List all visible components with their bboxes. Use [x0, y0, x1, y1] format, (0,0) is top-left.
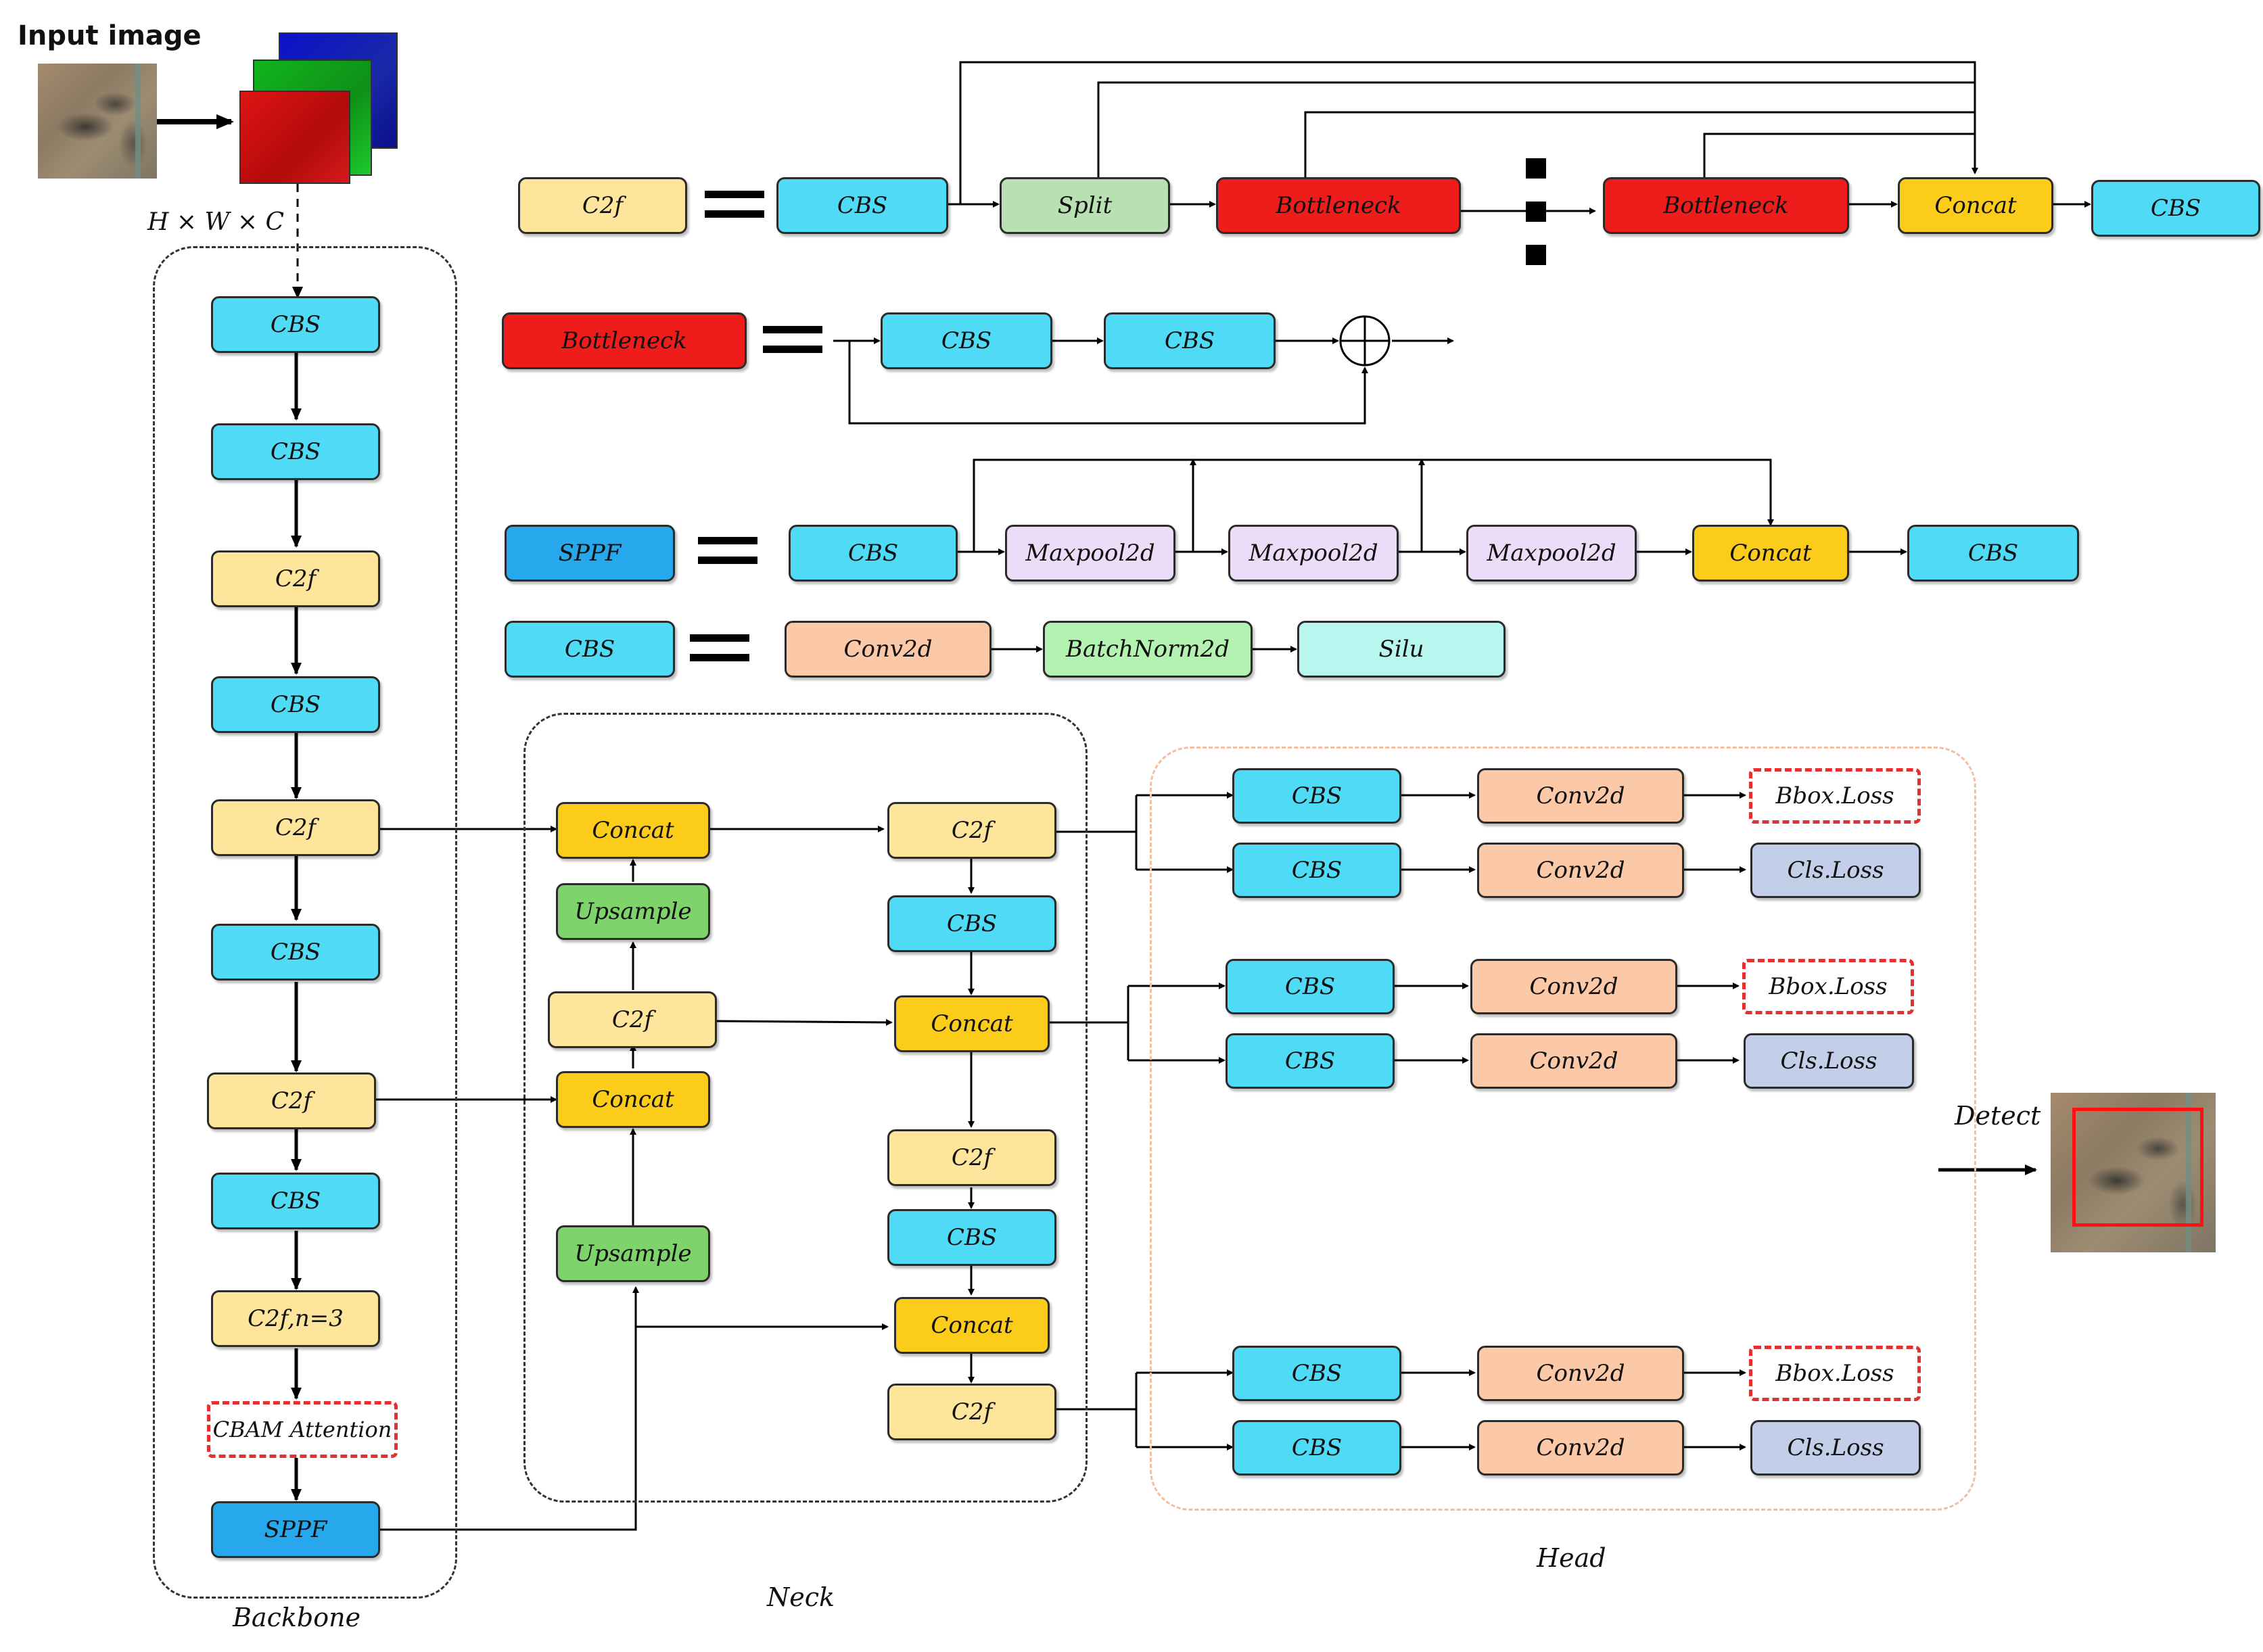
head-g1-bbox-loss: Bbox.Loss — [1749, 768, 1921, 824]
def-sppf-cbs-in: CBS — [789, 525, 958, 582]
neck-label: Neck — [767, 1582, 835, 1612]
backbone-block-3: C2f — [211, 550, 380, 607]
head-region — [1150, 747, 1976, 1511]
def-c2f-split: Split — [1000, 177, 1170, 234]
head-g3-cbs-1: CBS — [1232, 1346, 1401, 1401]
def-sppf-maxpool-3: Maxpool2d — [1466, 525, 1637, 582]
head-g2-bbox-loss: Bbox.Loss — [1742, 959, 1914, 1014]
backbone-region — [153, 246, 457, 1599]
detect-label: Detect — [1955, 1101, 2041, 1131]
neck-cbs-right-2: CBS — [887, 1209, 1056, 1266]
neck-c2f-right-1: C2f — [887, 802, 1056, 859]
neck-c2f-right-3: C2f — [887, 1384, 1056, 1440]
output-image — [2051, 1093, 2216, 1252]
neck-upsample-top: Upsample — [556, 883, 710, 940]
head-g2-cbs-2: CBS — [1226, 1033, 1395, 1089]
detection-bounding-box — [2072, 1108, 2203, 1227]
def-sppf-concat: Concat — [1692, 525, 1849, 582]
def-c2f-cbs-in: CBS — [776, 177, 948, 234]
neck-c2f-right-2: C2f — [887, 1129, 1056, 1186]
head-label: Head — [1537, 1543, 1606, 1573]
def-cbs-name: CBS — [505, 621, 675, 678]
def-cbs-silu: Silu — [1297, 621, 1506, 678]
ellipsis-icon — [1526, 158, 1546, 288]
head-g3-cbs-2: CBS — [1232, 1420, 1401, 1476]
def-cbs-batchnorm2d: BatchNorm2d — [1043, 621, 1253, 678]
backbone-label: Backbone — [233, 1603, 361, 1632]
neck-concat-mid: Concat — [556, 1071, 710, 1128]
backbone-block-9: C2f,n=3 — [211, 1290, 380, 1347]
neck-concat-right-1: Concat — [894, 995, 1050, 1052]
def-cbs-conv2d: Conv2d — [785, 621, 991, 678]
input-image — [38, 64, 157, 179]
def-sppf-name: SPPF — [505, 525, 675, 582]
backbone-block-6: CBS — [211, 924, 380, 981]
equals-icon — [763, 326, 822, 353]
def-c2f-cbs-out: CBS — [2091, 180, 2260, 237]
input-image-title: Input image — [18, 20, 202, 51]
neck-upsample-bottom: Upsample — [556, 1225, 710, 1282]
neck-cbs-right-1: CBS — [887, 895, 1056, 952]
head-g3-cls-loss: Cls.Loss — [1750, 1420, 1921, 1476]
head-g1-conv2d-1: Conv2d — [1477, 768, 1684, 824]
def-bottleneck-name: Bottleneck — [502, 312, 747, 369]
neck-concat-top: Concat — [556, 802, 710, 859]
input-shape-label: H × W × C — [147, 208, 285, 236]
head-g2-conv2d-1: Conv2d — [1470, 959, 1677, 1014]
backbone-block-4: CBS — [211, 676, 380, 733]
def-sppf-cbs-out: CBS — [1907, 525, 2079, 582]
backbone-block-7: C2f — [207, 1072, 376, 1129]
backbone-block-8: CBS — [211, 1173, 380, 1229]
def-c2f-name: C2f — [518, 177, 687, 234]
backbone-block-1: CBS — [211, 296, 380, 353]
backbone-block-5: C2f — [211, 799, 380, 856]
head-g3-bbox-loss: Bbox.Loss — [1749, 1346, 1921, 1401]
head-g1-cbs-1: CBS — [1232, 768, 1401, 824]
equals-icon — [690, 634, 749, 661]
head-g2-cbs-1: CBS — [1226, 959, 1395, 1014]
head-g1-cls-loss: Cls.Loss — [1750, 843, 1921, 898]
equals-icon — [705, 191, 764, 218]
head-g3-conv2d-1: Conv2d — [1477, 1346, 1684, 1401]
backbone-block-sppf: SPPF — [211, 1501, 380, 1558]
def-c2f-bottleneck-1: Bottleneck — [1216, 177, 1461, 234]
neck-region — [523, 713, 1088, 1503]
head-g1-cbs-2: CBS — [1232, 843, 1401, 898]
red-channel — [239, 91, 350, 184]
equals-icon — [698, 537, 757, 564]
def-c2f-concat: Concat — [1898, 177, 2053, 234]
add-operator-icon — [1339, 315, 1391, 367]
def-bottleneck-cbs-1: CBS — [881, 312, 1052, 369]
head-g2-cls-loss: Cls.Loss — [1744, 1033, 1914, 1089]
neck-concat-right-2: Concat — [894, 1297, 1050, 1354]
def-bottleneck-cbs-2: CBS — [1104, 312, 1276, 369]
def-sppf-maxpool-2: Maxpool2d — [1228, 525, 1399, 582]
def-sppf-maxpool-1: Maxpool2d — [1005, 525, 1175, 582]
backbone-block-2: CBS — [211, 423, 380, 480]
neck-c2f-left: C2f — [548, 991, 717, 1048]
backbone-cbam-attention: CBAM Attention — [207, 1401, 398, 1458]
head-g3-conv2d-2: Conv2d — [1477, 1420, 1684, 1476]
head-g2-conv2d-2: Conv2d — [1470, 1033, 1677, 1089]
def-c2f-bottleneck-2: Bottleneck — [1603, 177, 1849, 234]
head-g1-conv2d-2: Conv2d — [1477, 843, 1684, 898]
